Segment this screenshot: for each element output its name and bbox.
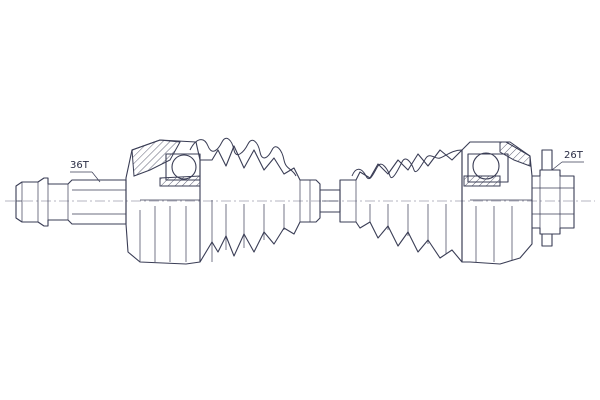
left-stub-shaft	[15, 177, 127, 227]
right-spline-callout: 26T	[551, 150, 584, 171]
left-spline-callout: 36T	[70, 160, 101, 183]
right-coil-spring	[351, 149, 463, 180]
left-coil-spring	[189, 137, 297, 177]
center-shaft	[320, 189, 341, 213]
left-spline-label: 36T	[70, 160, 90, 171]
right-boot	[339, 149, 463, 263]
left-cv-joint	[125, 139, 201, 265]
right-spline-label: 26T	[564, 150, 584, 161]
right-stub-flange	[532, 149, 575, 247]
left-boot	[199, 145, 321, 263]
right-cv-joint	[461, 141, 533, 265]
